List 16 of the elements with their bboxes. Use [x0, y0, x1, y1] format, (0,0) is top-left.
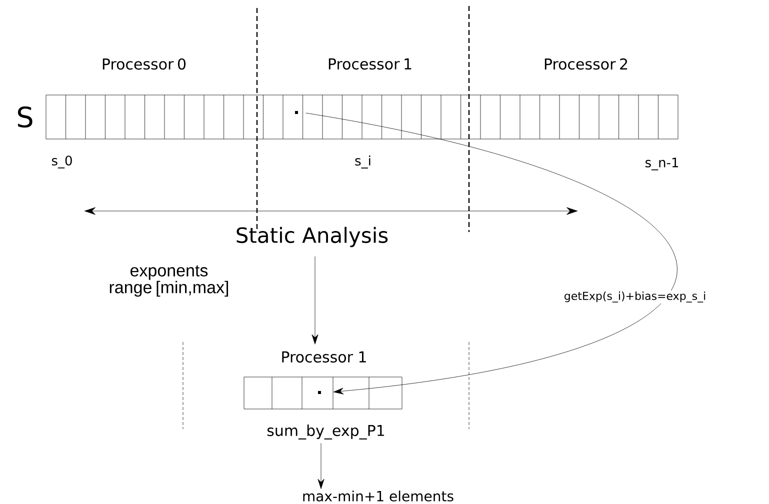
process-label: Static Analysis: [236, 226, 388, 248]
array-caption: sum_by_exp_P1: [267, 424, 384, 440]
result-label: max-min+1 elements: [303, 490, 454, 502]
index-label: s_0: [52, 156, 72, 168]
processor-label: Processor 0: [102, 58, 186, 70]
arrow: [312, 256, 318, 344]
processor-label: Processor 2: [544, 58, 628, 70]
index-label: s_i: [355, 156, 370, 168]
array-title: Processor 1: [282, 351, 366, 363]
arrow: [318, 443, 324, 489]
arrow: [306, 112, 678, 394]
edge-label: getExp(s_i)+bias=exp_s_i: [562, 290, 708, 304]
range-note: exponents range [min,max]: [110, 265, 228, 297]
index-label: s_n-1: [645, 158, 678, 170]
processor-label: Processor 1: [328, 58, 412, 70]
array-name: S: [18, 106, 32, 128]
